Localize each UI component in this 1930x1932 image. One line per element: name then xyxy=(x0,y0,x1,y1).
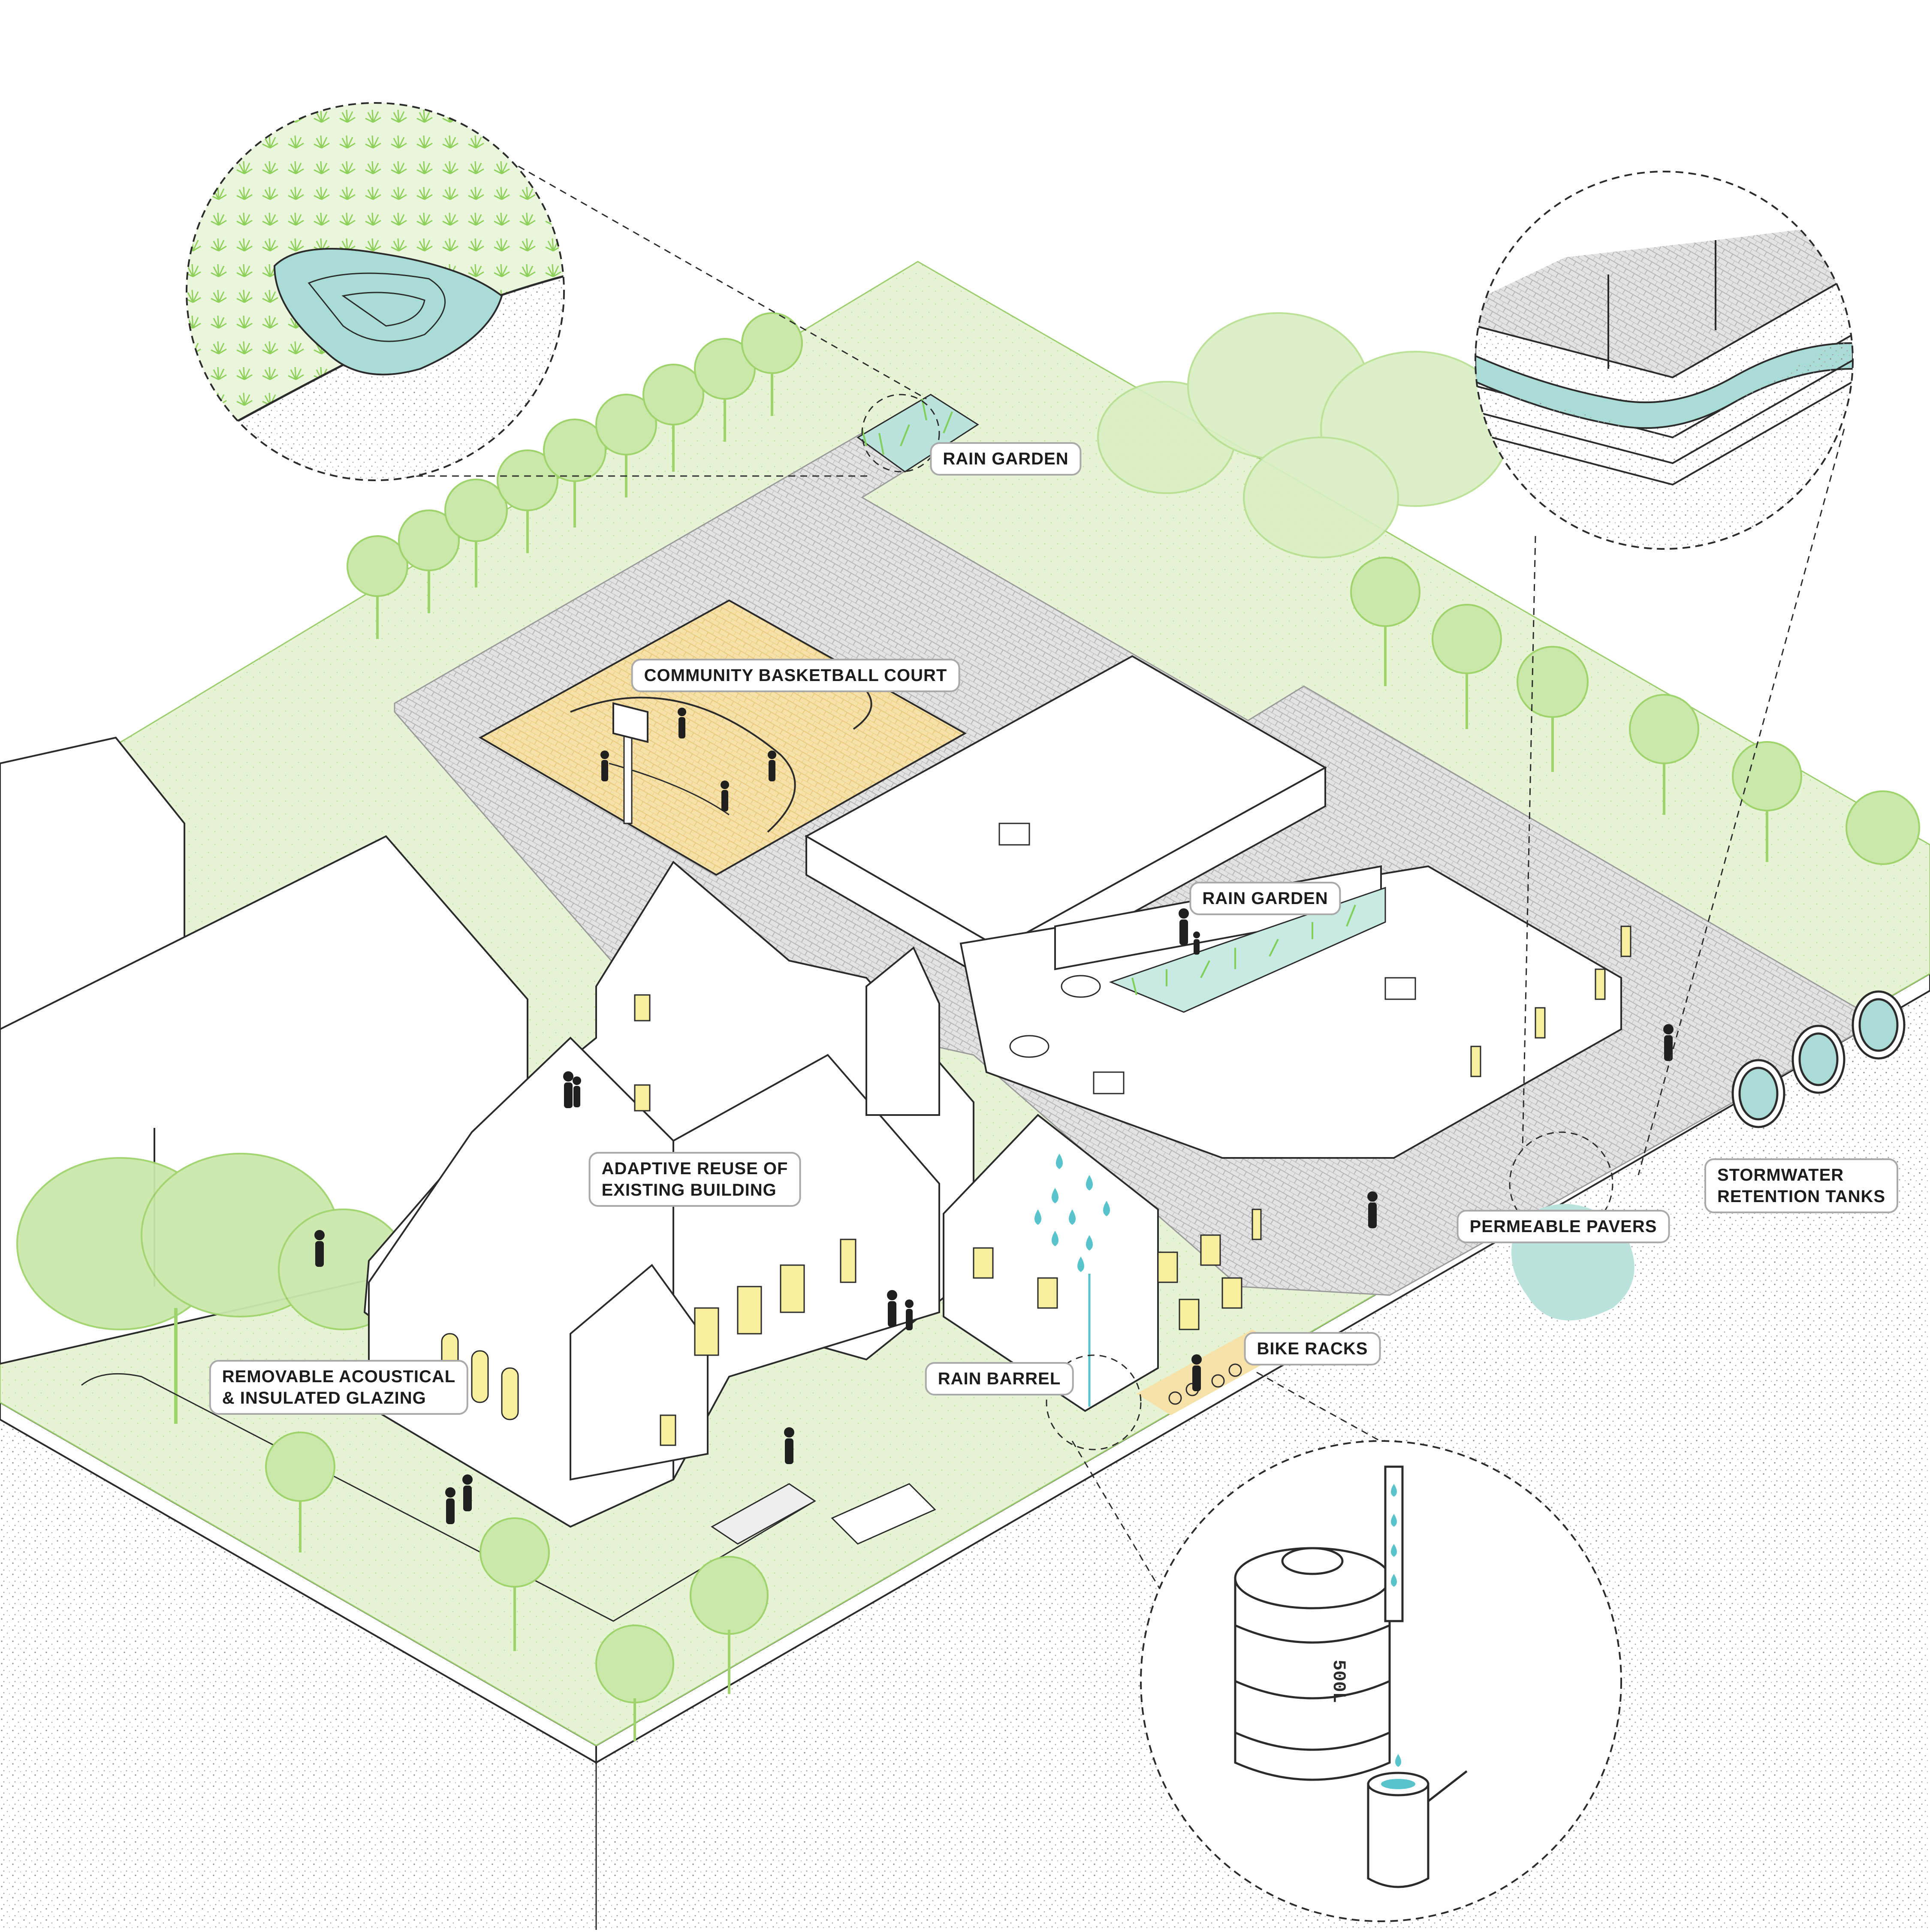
label-glazing-line1: REMOVABLE ACOUSTICAL xyxy=(222,1367,456,1386)
church-windows xyxy=(441,994,1262,1446)
label-rain-barrel: RAIN BARREL xyxy=(925,1362,1074,1396)
tree-row-right xyxy=(1350,557,1920,865)
label-stormwater-tanks: STORMWATER RETENTION TANKS xyxy=(1704,1158,1899,1213)
tank-volume-text: 500L xyxy=(1328,1660,1349,1703)
label-rain-garden-courtyard: RAIN GARDEN xyxy=(1189,882,1341,915)
label-adaptive-reuse: ADAPTIVE REUSE OF EXISTING BUILDING xyxy=(588,1152,801,1207)
stormwater-tanks xyxy=(1731,990,1906,1128)
label-permeable-pavers: PERMEABLE PAVERS xyxy=(1457,1210,1670,1243)
label-stormwater-line2: RETENTION TANKS xyxy=(1717,1187,1886,1206)
rain-drops xyxy=(1034,1154,1110,1272)
label-adaptive-reuse-line2: EXISTING BUILDING xyxy=(601,1181,777,1200)
label-glazing-line2: & INSULATED GLAZING xyxy=(222,1389,426,1408)
label-stormwater-line1: STORMWATER xyxy=(1717,1166,1844,1185)
label-glazing: REMOVABLE ACOUSTICAL & INSULATED GLAZING xyxy=(209,1360,469,1415)
tree-cluster-top-right xyxy=(1097,312,1511,558)
magnifier-callout-icon xyxy=(186,102,565,481)
people-silhouettes xyxy=(314,708,1674,1524)
magnifier-callout-icon xyxy=(1475,171,1854,550)
label-basketball-court: COMMUNITY BASKETBALL COURT xyxy=(631,659,960,692)
magnifier-callout-icon xyxy=(1140,1440,1622,1922)
rain-garden-top-bed xyxy=(856,394,979,473)
rain-garden-courtyard xyxy=(1109,886,1386,1013)
label-rain-garden-top: RAIN GARDEN xyxy=(930,442,1082,476)
label-bike-racks: BIKE RACKS xyxy=(1244,1332,1381,1365)
tree-row-left xyxy=(347,312,803,597)
label-adaptive-reuse-line1: ADAPTIVE REUSE OF xyxy=(601,1159,788,1178)
